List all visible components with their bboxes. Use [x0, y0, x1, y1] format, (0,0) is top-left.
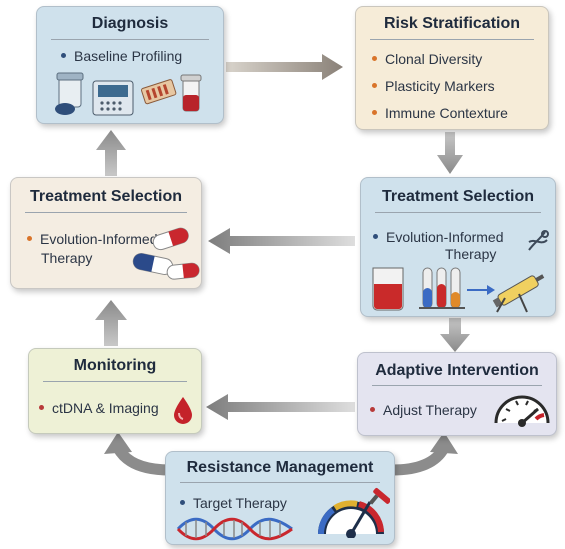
risk-stratification-box: Risk Stratification Clonal Diversity Pla… — [355, 6, 549, 130]
diagnosis-item: Baseline Profiling — [61, 47, 182, 66]
treatment-right-title: Treatment Selection — [381, 188, 535, 205]
arrow-treatment-right-to-left — [208, 228, 355, 254]
arrow-adaptive-to-monitoring — [206, 394, 355, 420]
monitoring-item-label: ctDNA & Imaging — [52, 400, 159, 416]
diagnosis-item-label: Baseline Profiling — [74, 48, 183, 64]
arrow-monitoring-to-treatment — [95, 300, 127, 346]
treatment-right-item-cont: Therapy — [445, 246, 497, 262]
treatment-right-item-label: Evolution-Informed — [386, 229, 504, 245]
treatment-selection-left-box: Treatment Selection Evolution-Informed T… — [10, 177, 202, 289]
arrow-treatment-to-adaptive — [440, 318, 470, 352]
monitoring-title: Monitoring — [73, 357, 157, 374]
lab-experiment-illustration — [372, 267, 545, 313]
resistance-item-label: Target Therapy — [193, 495, 287, 511]
risk-item: Clonal Diversity — [372, 50, 482, 69]
adaptive-title: Adaptive Intervention — [375, 362, 539, 379]
arrow-risk-to-treatment — [437, 132, 463, 174]
risk-item-label: Immune Contexture — [385, 105, 508, 121]
resistance-item: Target Therapy — [180, 494, 287, 513]
dna-strand-illustration — [176, 517, 293, 541]
risk-item-label: Clonal Diversity — [385, 51, 483, 67]
treatment-right-item: Evolution-Informed — [373, 228, 504, 247]
diagnosis-title: Diagnosis — [91, 15, 169, 32]
adaptive-intervention-box: Adaptive Intervention Adjust Therapy — [357, 352, 557, 436]
risk-title: Risk Stratification — [383, 15, 521, 32]
risk-item: Immune Contexture — [372, 104, 508, 123]
treatment-selection-right-box: Treatment Selection Evolution-Informed T… — [360, 177, 556, 317]
treatment-left-item-label: Evolution-Informed — [40, 231, 158, 247]
monitoring-box: Monitoring ctDNA & Imaging — [28, 348, 202, 434]
capsules-icon — [132, 227, 200, 280]
adaptive-item: Adjust Therapy — [370, 401, 477, 420]
risk-item: Plasticity Markers — [372, 77, 495, 96]
lab-equipment-illustration — [55, 72, 202, 116]
dna-helix-icon — [528, 230, 549, 251]
blood-drop-icon — [174, 397, 192, 424]
arrow-diagnosis-to-risk — [226, 54, 343, 80]
monitoring-item: ctDNA & Imaging — [39, 399, 159, 418]
diagnosis-box: Diagnosis Baseline Profiling — [36, 6, 224, 124]
treatment-left-item-cont: Therapy — [41, 250, 93, 266]
risk-item-label: Plasticity Markers — [385, 78, 495, 94]
resistance-management-box: Resistance Management Target Therapy — [165, 451, 395, 545]
resistance-gauge-icon — [318, 488, 390, 538]
gauge-icon — [494, 395, 550, 427]
treatment-left-item: Evolution-Informed — [27, 230, 158, 249]
treatment-left-title: Treatment Selection — [29, 188, 183, 205]
resistance-title: Resistance Management — [186, 459, 374, 476]
adaptive-item-label: Adjust Therapy — [383, 402, 477, 418]
arrow-treatment-to-diagnosis — [96, 130, 126, 176]
